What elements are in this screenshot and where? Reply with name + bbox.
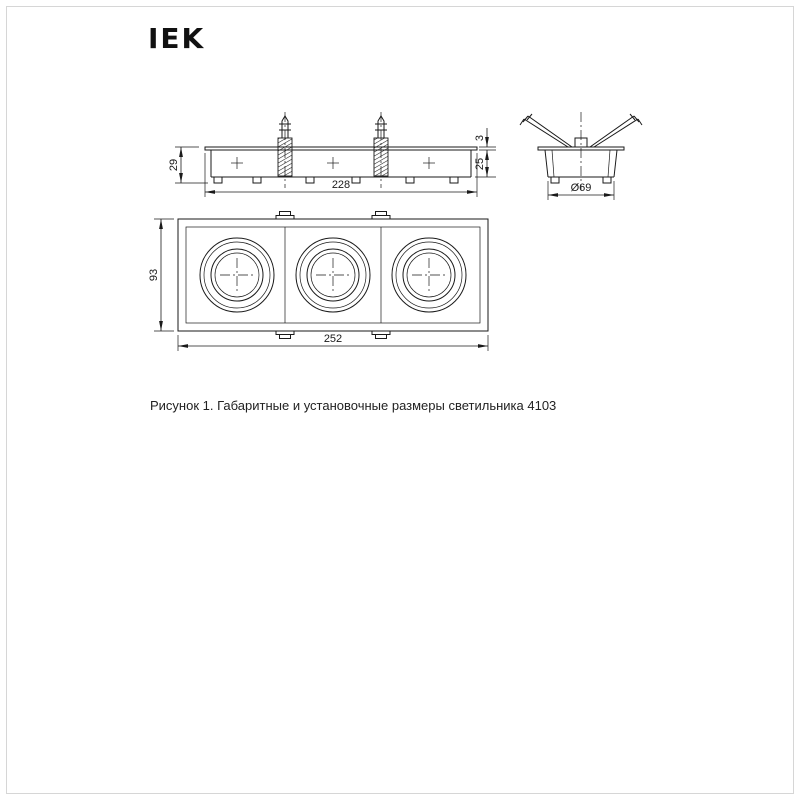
clip-tab-top: [275, 211, 391, 220]
hole-mark: [231, 157, 243, 169]
dim-label-d69: Ø69: [571, 182, 592, 194]
iek-logo: IEK: [148, 22, 206, 55]
front-view: [204, 112, 478, 188]
spot-aperture: [199, 237, 275, 313]
clip-tab-bottom: [275, 330, 391, 339]
dim-label-228: 228: [332, 179, 350, 191]
dim-label-3: 3: [474, 135, 486, 141]
spot-aperture: [391, 237, 467, 313]
dim-plan-width: 252: [177, 333, 489, 351]
side-view: [519, 112, 643, 190]
spring-arm-left: [519, 113, 573, 148]
dim-label-252: 252: [324, 333, 342, 345]
dim-label-29: 29: [168, 159, 180, 171]
plan-view: [177, 211, 489, 339]
dim-rim-depth: 3 25: [474, 128, 496, 178]
figure-caption: Рисунок 1. Габаритные и установочные раз…: [150, 398, 557, 413]
spring-clip: [277, 112, 293, 188]
dim-front-height: 29: [168, 146, 208, 184]
dim-label-25: 25: [474, 158, 486, 170]
spring-arm-right: [589, 113, 643, 148]
dim-label-93: 93: [148, 269, 160, 281]
dim-plan-height: 93: [148, 218, 174, 332]
spring-clip: [373, 112, 389, 188]
hole-mark: [423, 157, 435, 169]
spot-aperture: [295, 237, 371, 313]
dim-front-width: 228: [204, 153, 478, 197]
dim-cutout-diameter: Ø69: [547, 181, 615, 200]
hole-mark: [327, 157, 339, 169]
